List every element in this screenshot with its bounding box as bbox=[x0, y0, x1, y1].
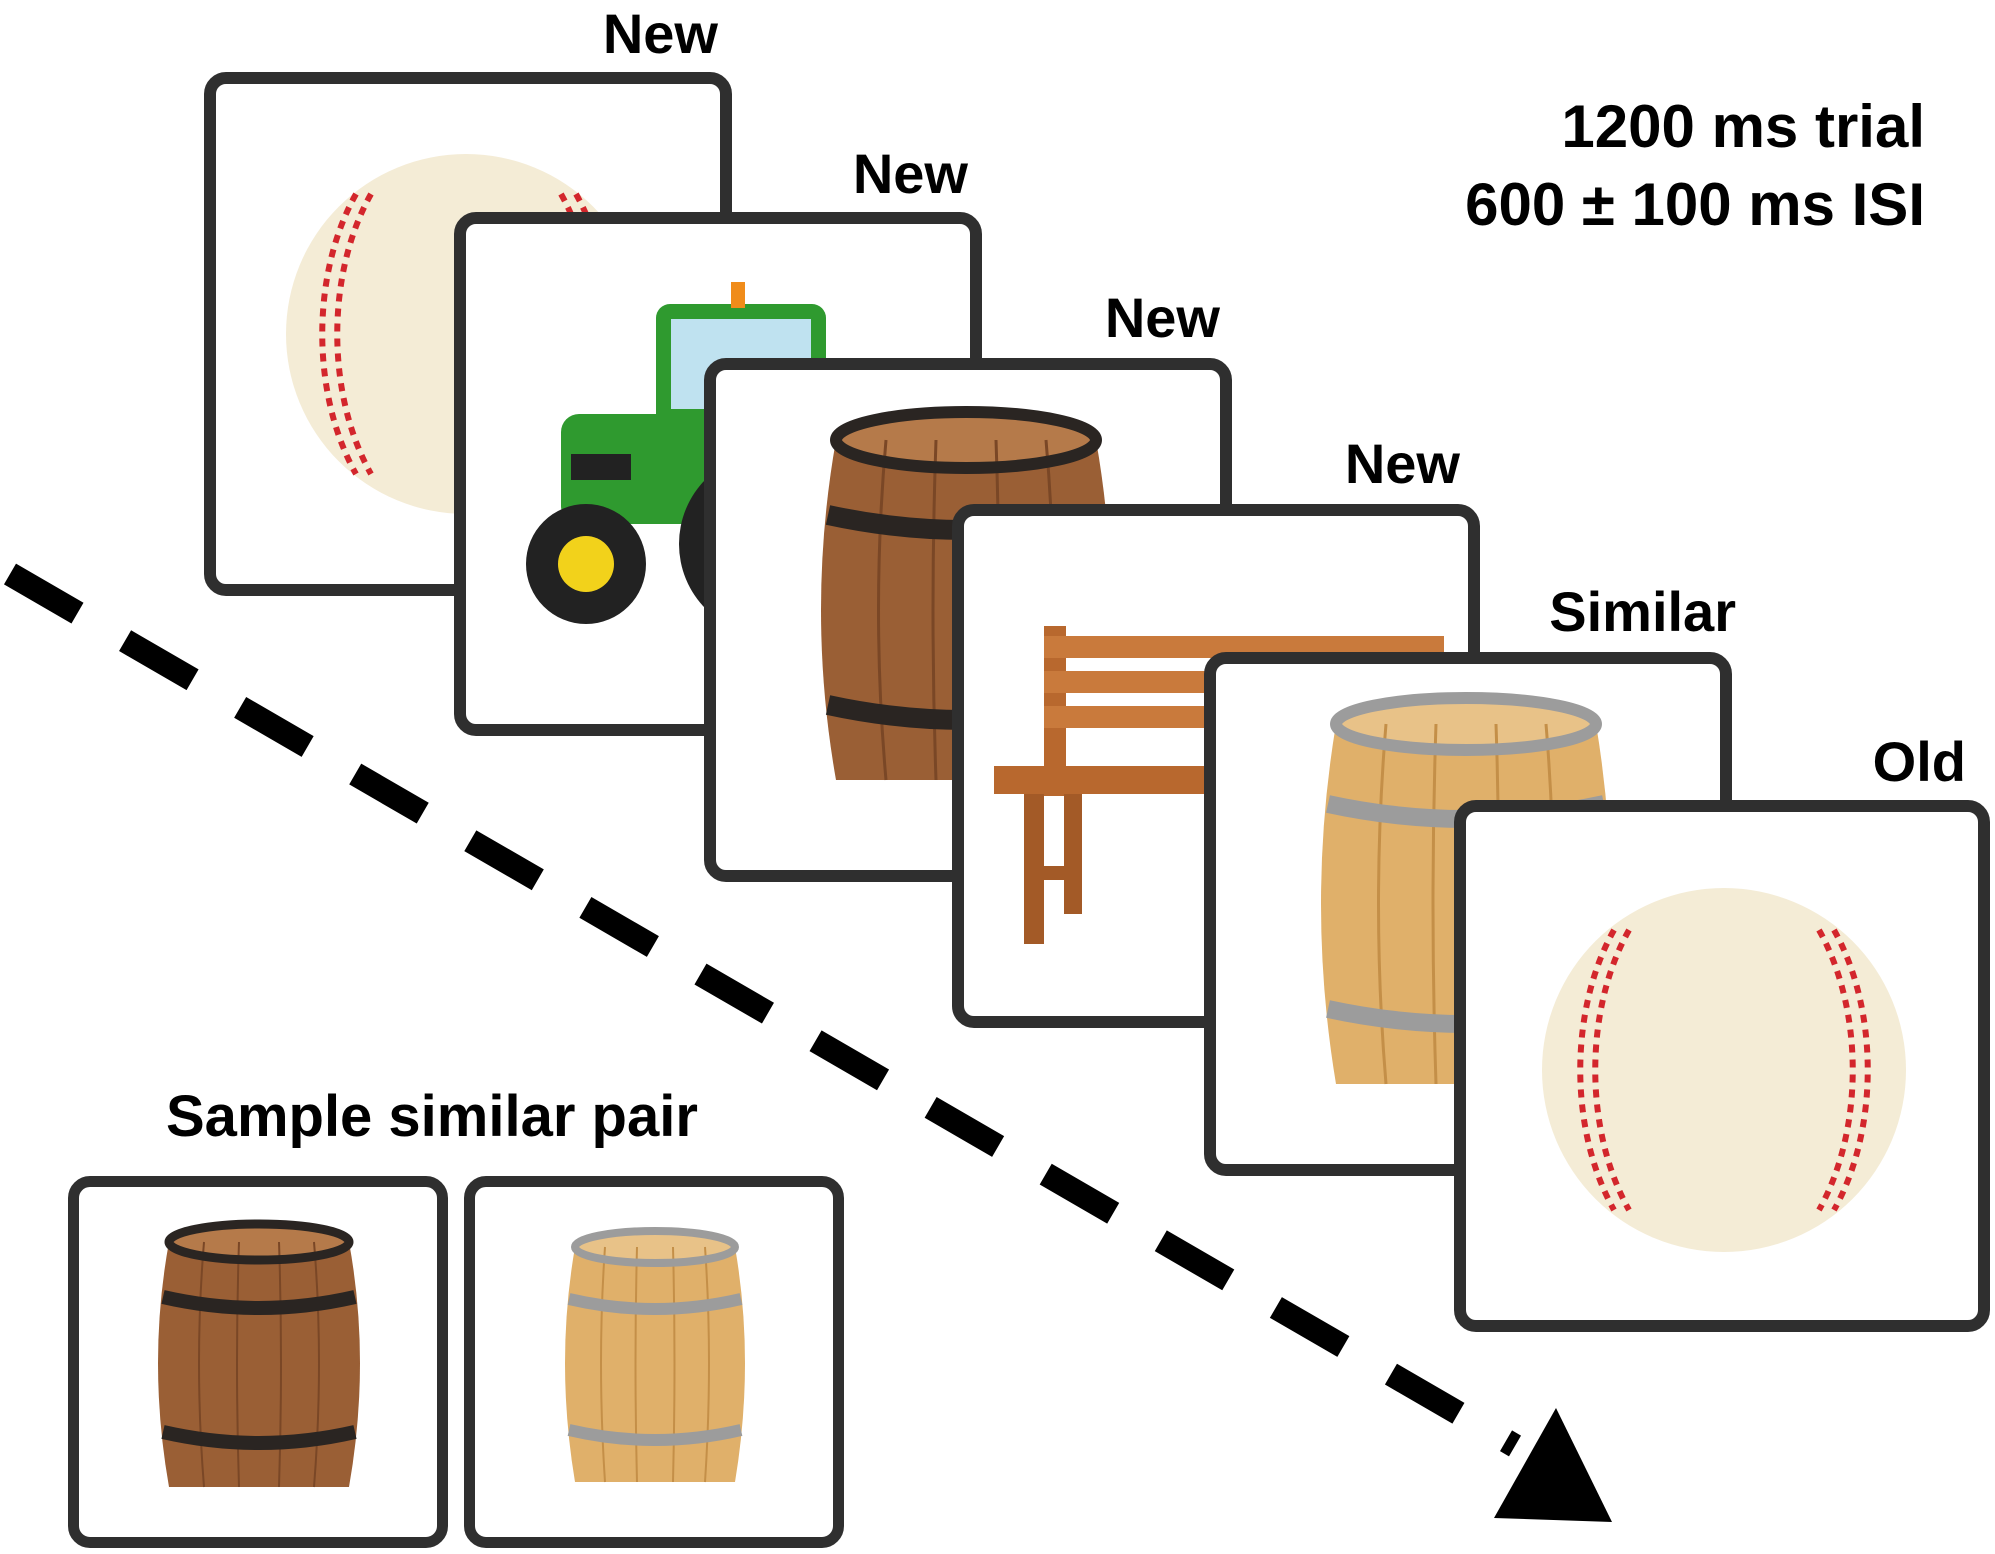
timeline-arrow-head bbox=[1494, 1408, 1612, 1522]
baseball-icon bbox=[1542, 888, 1906, 1252]
sample-card-2 bbox=[464, 1176, 844, 1548]
trial-label-5: Similar bbox=[1549, 580, 1736, 643]
sample-card-1 bbox=[68, 1176, 448, 1548]
trial-label-2: New bbox=[852, 142, 968, 205]
barrel-icon bbox=[565, 1227, 745, 1483]
trial-label-3: New bbox=[1104, 286, 1220, 349]
timing-info: 1200 ms trial 600 ± 100 ms ISI bbox=[1465, 88, 1925, 244]
timeline-arrow-shaft bbox=[3, 563, 1522, 1457]
trial-label-4: New bbox=[1344, 432, 1460, 495]
isi-duration: 600 ± 100 ms ISI bbox=[1465, 171, 1925, 238]
trial-card-6 bbox=[1454, 800, 1990, 1332]
trial-duration: 1200 ms trial bbox=[1561, 93, 1925, 160]
barrel-icon bbox=[158, 1219, 360, 1488]
sample-pair-title: Sample similar pair bbox=[166, 1084, 698, 1149]
trial-label-6: Old bbox=[1872, 730, 1966, 793]
trial-label-1: New bbox=[602, 2, 718, 65]
